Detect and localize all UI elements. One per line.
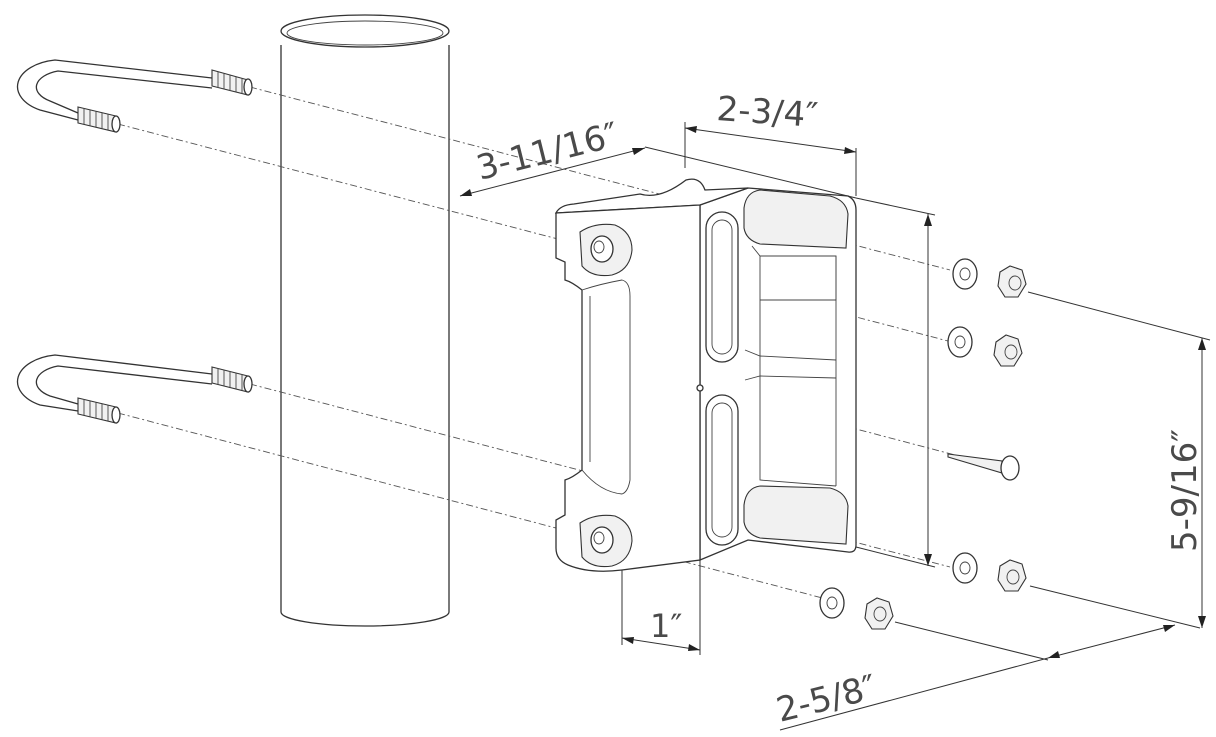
dimension-label-width: 2-3/4″ [715,89,819,136]
washer-nut-3 [952,552,1027,592]
bracket [554,178,857,572]
lower-slot [705,394,739,546]
pole [280,14,450,627]
u-bolt-bottom [16,354,253,424]
thread-rod-top-back [211,69,253,96]
u-bolt-top [16,59,253,133]
dimension-label-offset: 1″ [650,607,682,645]
washer-nut-2 [947,326,1023,367]
thread-rod-bottom-back [211,366,253,393]
thread-rod-bottom-front [77,397,121,424]
pin-hole [696,384,704,392]
pin [947,453,1020,481]
fasteners [819,258,1027,630]
top-mounting-ear [579,223,633,277]
dimension-lines [459,122,1211,731]
dimension-label-depth: 3-11/16″ [473,115,623,189]
upper-slot [705,211,739,363]
bottom-mounting-ear [579,514,633,568]
dimension-label-height: 5-9/16″ [1165,429,1205,552]
dimension-label-clearance: 2-5/8″ [773,667,881,730]
washer-nut-4 [819,587,894,630]
washer-nut-1 [952,258,1027,298]
thread-rod-top-front [77,106,121,133]
